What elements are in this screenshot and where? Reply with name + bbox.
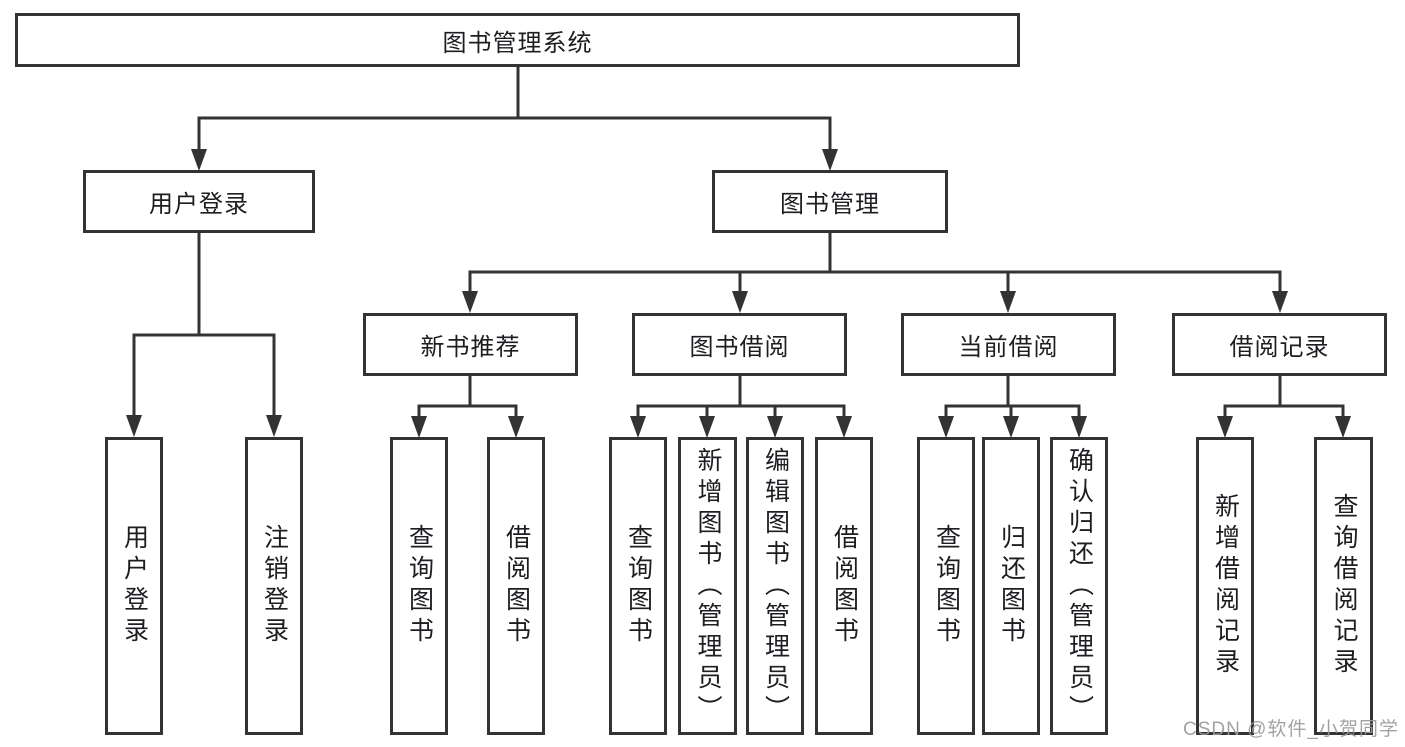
node-user-login: 用户登录 (83, 170, 315, 233)
leaf-label: 归还图书 (997, 524, 1026, 648)
node-borrow-record: 借阅记录 (1172, 313, 1387, 376)
arrowheads (126, 149, 1351, 438)
arrow-down-icon (508, 416, 524, 438)
leaf-query-books-current: 查询图书 (917, 437, 975, 735)
node-book-management: 图书管理 (712, 170, 948, 233)
leaf-query-books-recommend: 查询图书 (390, 437, 448, 735)
leaf-label: 新增借阅记录 (1211, 493, 1240, 679)
arrow-down-icon (1071, 416, 1087, 438)
leaf-label: 用户登录 (120, 524, 149, 648)
arrow-down-icon (836, 416, 852, 438)
arrow-down-icon (1003, 416, 1019, 438)
leaf-label: 确认归还（管理员） (1065, 446, 1094, 726)
leaf-label: 注销登录 (260, 524, 289, 648)
node-label: 图书管理 (780, 191, 880, 218)
arrow-down-icon (822, 149, 838, 171)
arrow-down-icon (191, 149, 207, 171)
csdn-watermark: CSDN @软件_小贺同学 (1183, 719, 1399, 740)
arrow-down-icon (411, 416, 427, 438)
node-label: 用户登录 (149, 191, 249, 218)
node-label: 新书推荐 (420, 334, 521, 361)
leaf-label: 查询图书 (624, 524, 653, 648)
arrow-down-icon (266, 415, 282, 437)
leaf-borrow-books: 借阅图书 (815, 437, 873, 735)
leaf-borrow-books-recommend: 借阅图书 (487, 437, 545, 735)
leaf-label: 查询图书 (405, 524, 434, 648)
node-label: 图书借阅 (689, 334, 790, 361)
node-label: 图书管理系统 (442, 29, 593, 57)
leaf-user-login: 用户登录 (105, 437, 163, 735)
leaf-edit-books-admin: 编辑图书（管理员） (746, 437, 804, 735)
node-current-borrow: 当前借阅 (901, 313, 1116, 376)
arrow-down-icon (699, 416, 715, 438)
arrow-down-icon (462, 291, 478, 313)
node-new-book-recommend: 新书推荐 (363, 313, 578, 376)
arrow-down-icon (767, 416, 783, 438)
arrow-down-icon (938, 416, 954, 438)
arrow-down-icon (1272, 291, 1288, 313)
leaf-logout: 注销登录 (245, 437, 303, 735)
leaf-label: 借阅图书 (830, 524, 859, 648)
arrow-down-icon (126, 415, 142, 437)
leaf-confirm-return-admin: 确认归还（管理员） (1050, 437, 1108, 735)
arrow-down-icon (732, 291, 748, 313)
leaf-return-books: 归还图书 (982, 437, 1040, 735)
leaf-label: 借阅图书 (502, 524, 531, 648)
node-label: 当前借阅 (958, 334, 1059, 361)
leaf-label: 编辑图书（管理员） (761, 446, 790, 726)
arrow-down-icon (1000, 291, 1016, 313)
leaf-label: 新增图书（管理员） (694, 446, 722, 726)
leaf-label: 查询图书 (932, 524, 961, 648)
leaf-query-borrow-record: 查询借阅记录 (1314, 437, 1373, 735)
node-label: 借阅记录 (1229, 334, 1330, 361)
leaf-label: 查询借阅记录 (1330, 493, 1358, 679)
arrow-down-icon (630, 416, 646, 438)
node-book-borrow: 图书借阅 (632, 313, 847, 376)
leaf-add-borrow-record: 新增借阅记录 (1196, 437, 1254, 735)
node-library-management-system: 图书管理系统 (15, 13, 1020, 67)
leaf-add-books-admin: 新增图书（管理员） (678, 437, 737, 735)
arrow-down-icon (1217, 416, 1233, 438)
arrow-down-icon (1335, 416, 1351, 438)
leaf-query-books-borrow: 查询图书 (609, 437, 667, 735)
